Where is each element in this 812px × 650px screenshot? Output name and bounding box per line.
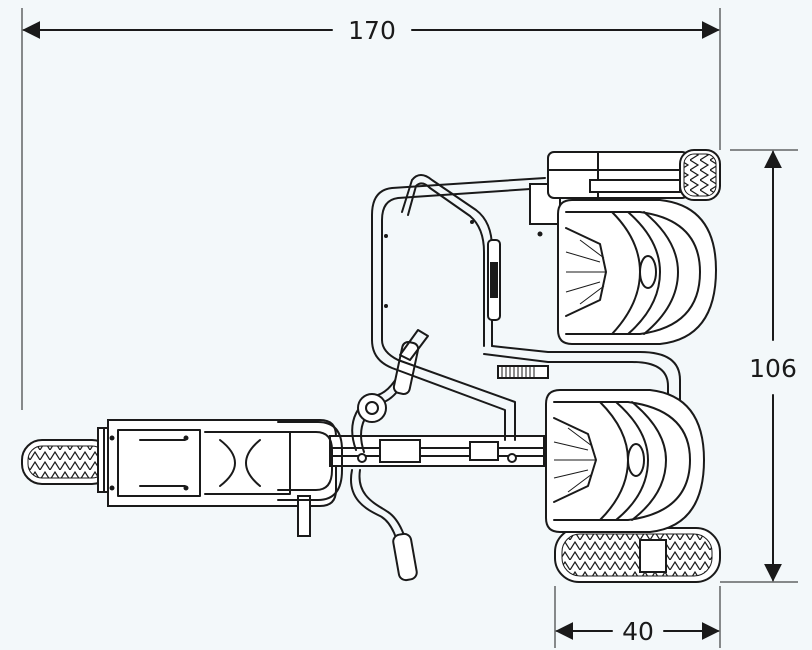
vehicle-top-view: [21, 149, 721, 583]
seat-bottom: [545, 389, 706, 533]
rear-wheel-top: [679, 149, 721, 201]
motor-box: [529, 151, 689, 225]
front-wheel: [21, 439, 113, 485]
overall-width-label: 106: [749, 354, 797, 383]
seat-top: [557, 199, 718, 345]
dimension-overall-width: 106: [720, 149, 798, 583]
front-loop: [277, 421, 343, 501]
rear-wheel-bottom: [554, 527, 721, 583]
overall-length-label: 170: [348, 16, 396, 45]
dimension-overall-length: 170: [21, 8, 721, 410]
front-body: [107, 419, 337, 507]
rear-frame: [371, 174, 681, 441]
seat-width-label: 40: [622, 617, 654, 646]
dimension-seat-width: 40: [554, 586, 721, 648]
frame-spine: [329, 435, 545, 467]
